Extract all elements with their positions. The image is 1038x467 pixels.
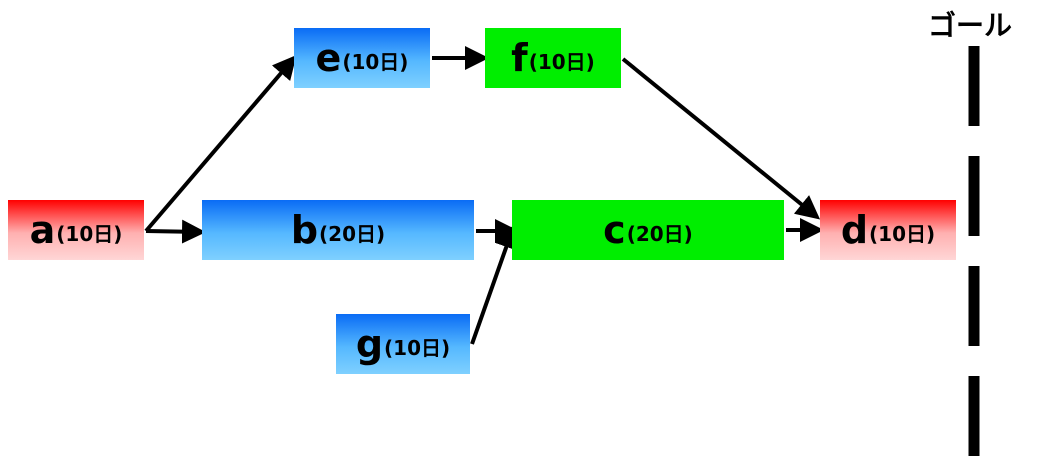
task-c: c(20日) (512, 200, 784, 260)
task-letter: c (603, 208, 626, 252)
task-b: b(20日) (202, 200, 474, 260)
task-g: g(10日) (336, 314, 470, 374)
task-letter: b (290, 208, 319, 252)
task-letter: a (29, 208, 56, 252)
task-duration: (10日) (56, 222, 123, 246)
task-d: d(10日) (820, 200, 956, 260)
task-e: e(10日) (294, 28, 430, 88)
task-letter: d (840, 208, 869, 252)
task-duration: (10日) (869, 222, 936, 246)
task-duration: (10日) (342, 50, 409, 74)
arrow-a-to-b (145, 219, 206, 244)
arrow-f-to-d (621, 57, 821, 220)
arrow-g-to-c (470, 224, 518, 345)
goal-label: ゴール (928, 9, 1013, 42)
task-f: f(10日) (485, 28, 621, 88)
arrow-a-to-e (144, 54, 297, 233)
task-duration: (20日) (319, 222, 386, 246)
task-duration: (10日) (528, 50, 595, 74)
task-duration: (20日) (626, 222, 693, 246)
task-letter: e (315, 36, 342, 80)
task-letter: f (511, 36, 528, 80)
task-a: a(10日) (8, 200, 144, 260)
task-duration: (10日) (384, 336, 451, 360)
task-letter: g (355, 322, 384, 366)
